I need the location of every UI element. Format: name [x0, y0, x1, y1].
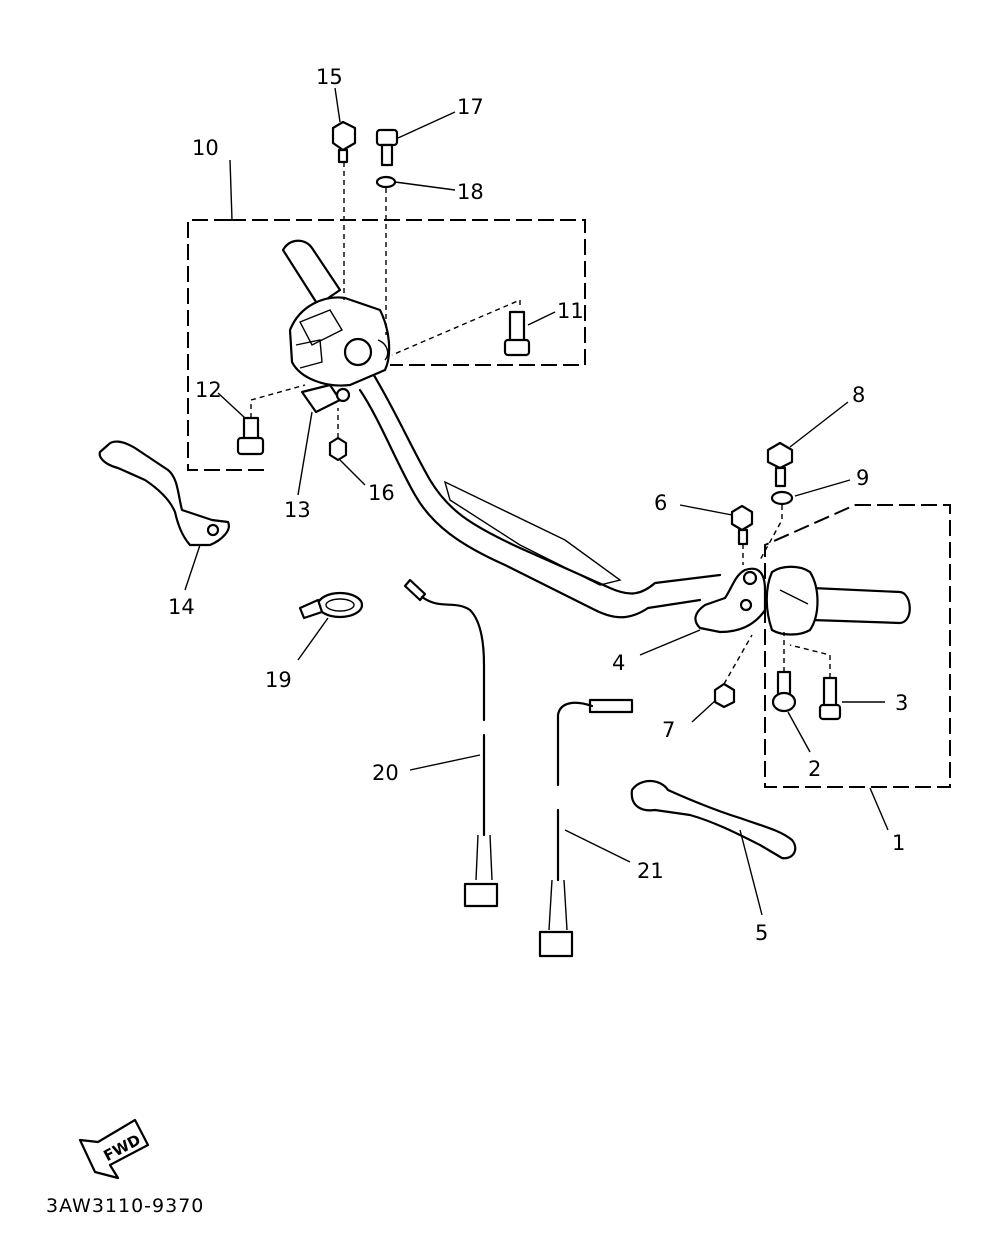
cable-21	[538, 698, 634, 958]
bolt-6	[730, 504, 754, 546]
cable-20	[403, 578, 499, 908]
callout-20: 20	[372, 761, 399, 785]
bolt-15	[331, 120, 357, 164]
callout-11: 11	[557, 299, 584, 323]
callout-21: 21	[637, 859, 664, 883]
clamp	[298, 591, 364, 620]
callout-17: 17	[457, 95, 484, 119]
screw-11	[503, 310, 531, 357]
callout-8: 8	[852, 383, 865, 407]
screw-17	[375, 128, 399, 167]
callout-10: 10	[192, 136, 219, 160]
callout-14: 14	[168, 595, 195, 619]
callout-3: 3	[895, 691, 908, 715]
left-lever	[98, 440, 230, 547]
handlebar	[281, 239, 911, 625]
left-switch-assembly	[288, 296, 391, 414]
callout-2: 2	[808, 757, 821, 781]
callout-6: 6	[654, 491, 667, 515]
screw-3	[818, 676, 842, 721]
leader-lines	[184, 87, 889, 916]
washer-9	[770, 490, 794, 506]
callout-13: 13	[284, 498, 311, 522]
callout-15: 15	[316, 65, 343, 89]
right-switch	[765, 565, 819, 636]
right-assembly-boundary	[764, 504, 951, 788]
bolt-8	[766, 441, 794, 488]
callout-4: 4	[612, 651, 625, 675]
callout-5: 5	[755, 921, 768, 945]
right-lever	[630, 779, 797, 860]
left-assembly-boundary	[187, 219, 586, 471]
callout-19: 19	[265, 668, 292, 692]
callout-7: 7	[662, 718, 675, 742]
callout-16: 16	[368, 481, 395, 505]
screw-12	[236, 416, 265, 456]
lever-bracket	[694, 567, 767, 634]
callout-12: 12	[195, 378, 222, 402]
nut-16	[328, 436, 348, 462]
callout-1: 1	[892, 831, 905, 855]
washer-18	[375, 175, 397, 189]
drawing-code: 3AW3110-9370	[46, 1195, 204, 1217]
screw-2	[771, 670, 797, 713]
callout-18: 18	[457, 180, 484, 204]
nut-7	[713, 682, 736, 709]
fwd-direction-arrow: FWD	[78, 1118, 150, 1180]
callout-9: 9	[856, 466, 869, 490]
